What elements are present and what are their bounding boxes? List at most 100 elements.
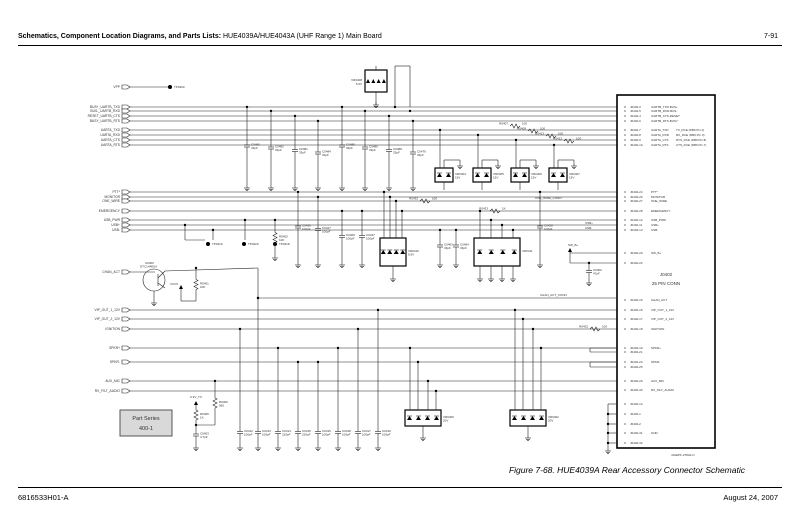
res-value: 1K	[502, 207, 506, 211]
tvs-ref: VR0402	[548, 415, 559, 419]
junction-dot	[256, 296, 260, 300]
cap-ref: C0464	[460, 243, 469, 247]
cap-ref: C0463	[444, 243, 453, 247]
cap-value: 33pF	[275, 148, 282, 152]
cap-value: 100pF	[366, 237, 375, 241]
cap-value: 33pF	[393, 151, 400, 155]
diode-icon	[437, 173, 442, 177]
junction-dot	[382, 190, 386, 194]
wire	[157, 282, 166, 289]
net-port-icon	[121, 359, 131, 365]
cap-ref: C0428	[544, 224, 553, 228]
junction-dot	[394, 199, 398, 203]
net-port-icon	[121, 222, 131, 228]
resistor-icon	[419, 198, 431, 204]
footer-doc-number: 6816533H01-A	[18, 493, 69, 502]
res-ref: R0433	[479, 207, 488, 211]
connector-pin-number: J0402-2	[630, 422, 641, 426]
junction-dot	[238, 327, 242, 331]
res-value: 10K	[279, 238, 284, 242]
res-value: 560	[219, 404, 224, 408]
junction-dot	[408, 346, 412, 350]
connector-pin-number: J0402-21	[630, 350, 643, 354]
test-point-icon	[168, 85, 172, 89]
connector-pin-signal: SPKR+	[651, 346, 661, 350]
figure-caption: Figure 7-68. HUE4039A Rear Accessory Con…	[508, 465, 745, 475]
diode-icon	[393, 250, 399, 254]
junction-dot	[211, 228, 215, 232]
connector-pin-signal: IGNITION	[651, 327, 664, 331]
net-label: VCC5	[170, 282, 178, 286]
connector-pin-number: J0402-19	[630, 346, 643, 350]
power-arrow-icon	[179, 285, 183, 289]
net-label-left: USB+	[111, 223, 120, 227]
connector-pin-alt: RX_DCE (DB9 Pin 3)	[676, 133, 705, 137]
test-point-icon	[242, 242, 246, 246]
connector-pin-number: J0402-10	[630, 143, 643, 147]
diode-icon	[484, 173, 489, 177]
diode-icon	[560, 173, 565, 177]
diode-icon	[407, 416, 412, 420]
connector-pin-signal: UARTB_TXD-BUS+	[651, 105, 678, 109]
net-port-icon	[121, 108, 131, 114]
connector-pin-number: J0402-22	[630, 261, 643, 265]
res-ref: R0412	[553, 137, 562, 141]
connector-pin-number: J0402-8	[630, 133, 641, 137]
connector-pin-signal: USB-	[651, 228, 658, 232]
cap-ref: C0486	[369, 145, 378, 149]
connector-pin-number: J0402-13	[630, 228, 643, 232]
resistor-icon	[509, 123, 521, 129]
net-port-icon	[121, 118, 131, 124]
junction-dot	[393, 105, 397, 109]
connector-pin-signal: CHAN_ACT	[651, 298, 667, 302]
cap-ref: C0480	[251, 143, 260, 147]
junction-dot	[513, 308, 517, 312]
tvs-ref: VR0408	[351, 78, 362, 82]
cap-ref: C0417	[362, 429, 371, 433]
diode-icon	[376, 79, 381, 83]
tvs-value: 15V	[569, 176, 574, 180]
junction-dot	[521, 317, 525, 321]
drawing-number: MAEPF-27842-O	[671, 453, 695, 457]
connector-pin-number: J0402-27	[630, 199, 643, 203]
res-ref: R0432	[579, 325, 588, 329]
diode-icon	[387, 250, 393, 254]
wire	[157, 270, 166, 279]
junction-dot	[243, 218, 247, 222]
diode-icon	[425, 416, 430, 420]
net-label-left: SPKR+	[109, 346, 120, 350]
diode-icon	[500, 250, 506, 254]
part-series-number: 400-1	[139, 426, 153, 432]
diode-icon	[381, 79, 386, 83]
junction-dot	[276, 346, 280, 350]
resistor-icon	[193, 409, 199, 421]
diode-icon	[477, 250, 483, 254]
net-port-icon	[121, 388, 131, 394]
header-rule	[18, 45, 782, 46]
diode-icon	[488, 250, 494, 254]
cap-ref: C0484	[322, 150, 331, 154]
junction-dot	[388, 195, 392, 199]
resistor-icon	[527, 128, 539, 134]
net-port-icon	[121, 227, 131, 233]
net-label-left: EMERGENCY	[99, 209, 121, 213]
net-port-icon	[121, 113, 131, 119]
resistor-icon	[193, 279, 199, 290]
cap-value: 33pF	[299, 151, 306, 155]
net-label-left: USB_PWR	[104, 218, 121, 222]
tvs-ref: VR0404	[455, 172, 466, 176]
connector-pin-alt: TX_DCE (DB9 Pin 2)	[676, 128, 704, 132]
net-label-left: VPP	[113, 85, 120, 89]
test-point-label: TP0418	[279, 242, 290, 246]
header-title-bold: Schematics, Component Location Diagrams,…	[18, 33, 222, 40]
test-point-label: TP0419	[212, 242, 223, 246]
connector-pin-number: J0402-16	[630, 308, 643, 312]
cap-ref: C0418	[342, 429, 351, 433]
connector-pin-number: J0402-7	[630, 128, 641, 132]
tvs-ref: VR0410	[408, 249, 419, 253]
tvs-value: 20V	[443, 419, 448, 423]
diode-icon	[522, 173, 527, 177]
connector-pin-signal: UARTA_RXD	[651, 133, 670, 137]
tvs-ref: VR0400	[443, 415, 454, 419]
